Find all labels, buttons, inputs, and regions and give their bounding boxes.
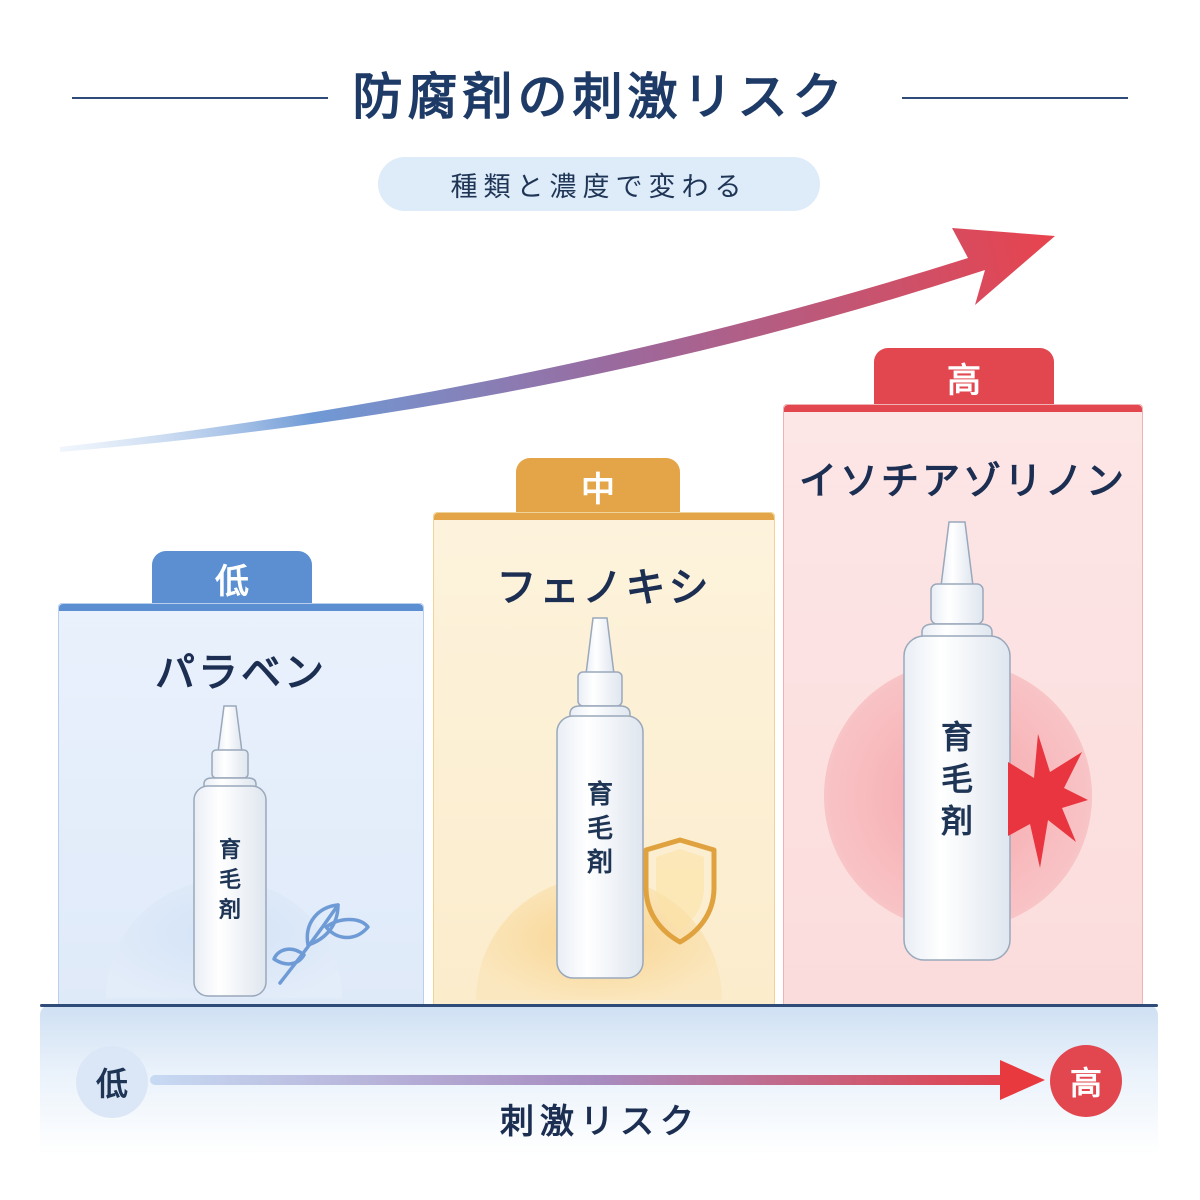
bottle-mid-label: 育 毛 剤 bbox=[586, 780, 613, 878]
burst-icon bbox=[1008, 734, 1088, 868]
scale-high-circle: 高 bbox=[1050, 1045, 1122, 1117]
scale-low-circle: 低 bbox=[76, 1046, 148, 1118]
leaf-icon bbox=[272, 903, 370, 985]
subtitle-pill: 種類と濃度で変わる bbox=[378, 157, 820, 211]
scale-caption: 刺激リスク bbox=[500, 1102, 700, 1142]
page-title: 防腐剤の刺激リスク bbox=[352, 68, 848, 126]
level-tab-high-label: 高 bbox=[947, 360, 981, 401]
panel-mid-topbar bbox=[434, 513, 774, 520]
shield-icon bbox=[643, 837, 717, 945]
bottle-low-icon bbox=[193, 705, 267, 997]
base-line bbox=[40, 1004, 1158, 1007]
preservative-name-mid: フェノキシ bbox=[496, 565, 712, 611]
subtitle-text: 種類と濃度で変わる bbox=[450, 171, 748, 203]
preservative-name-low: パラベン bbox=[155, 650, 327, 696]
title-rule-right bbox=[902, 97, 1128, 99]
panel-high-topbar bbox=[784, 405, 1142, 412]
scale-high-label: 高 bbox=[1069, 1064, 1102, 1102]
panel-low-topbar bbox=[59, 604, 423, 611]
bottle-low-label: 育 毛 剤 bbox=[218, 838, 241, 923]
level-tab-high: 高 bbox=[874, 348, 1054, 406]
bottle-high-label: 育 毛 剤 bbox=[940, 718, 973, 840]
scale-low-label: 低 bbox=[95, 1065, 128, 1103]
level-tab-mid: 中 bbox=[516, 458, 680, 514]
bottle-mid-icon bbox=[556, 617, 644, 979]
preservative-name-high: イソチアゾリノン bbox=[798, 459, 1127, 503]
level-tab-low-label: 低 bbox=[215, 561, 249, 602]
level-tab-low: 低 bbox=[152, 551, 312, 605]
level-tab-mid-label: 中 bbox=[581, 469, 615, 510]
title-rule-left bbox=[72, 97, 328, 99]
